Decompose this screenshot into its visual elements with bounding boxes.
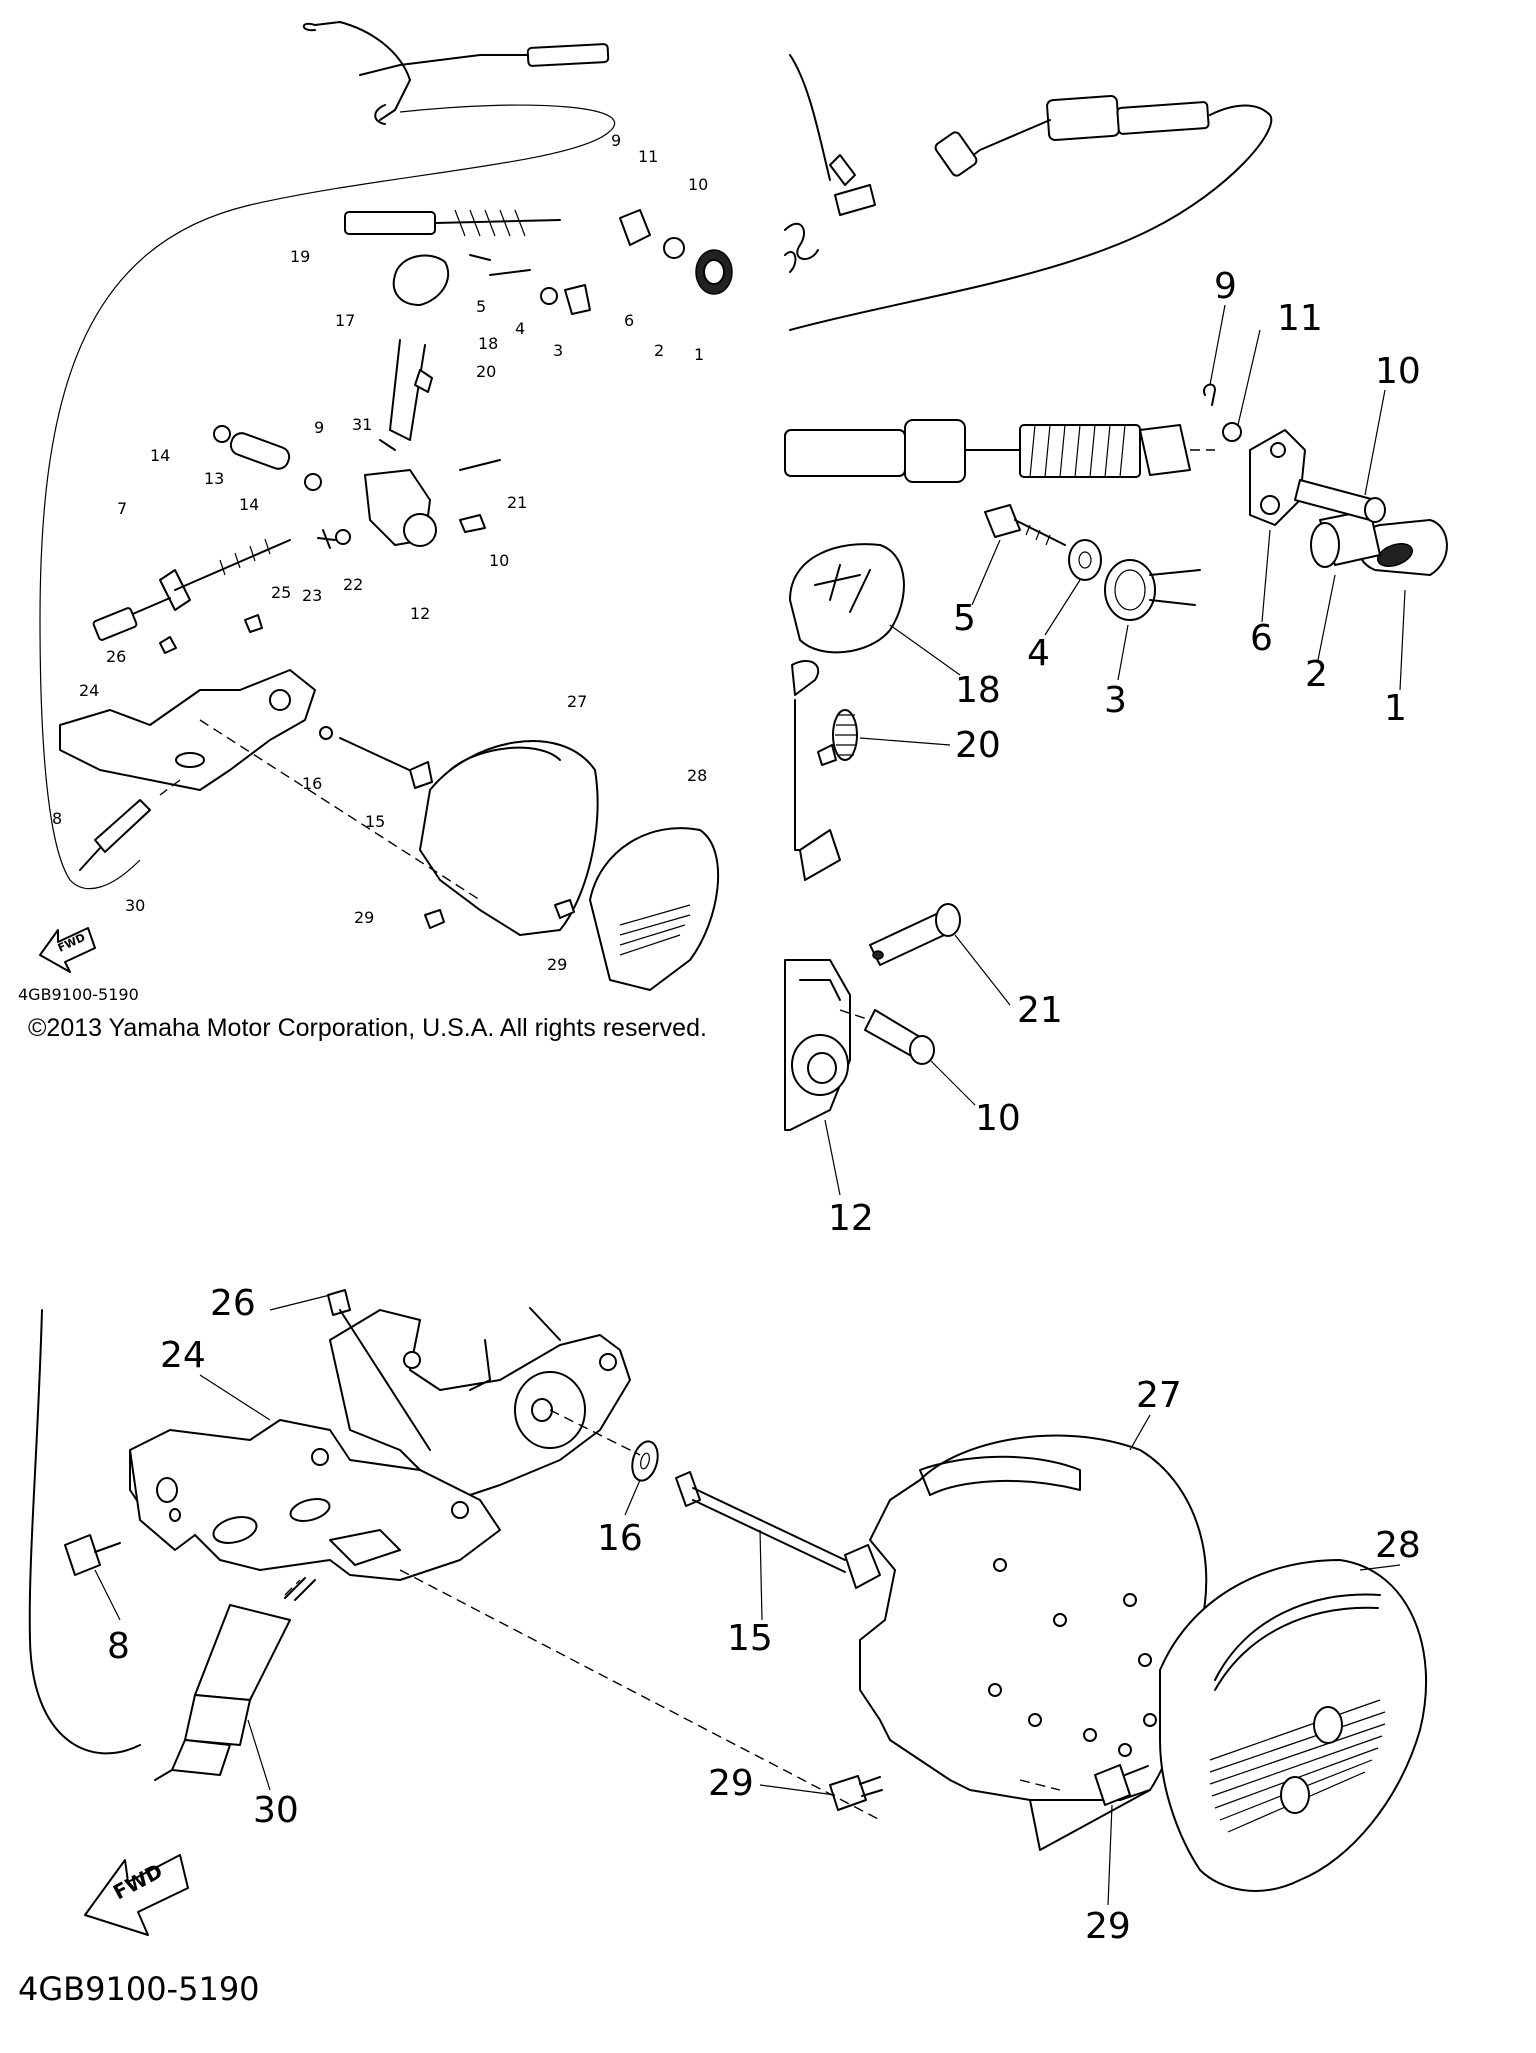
callout-label: 18 — [478, 334, 498, 353]
detail-fwd-arrow: FWD — [84, 1854, 189, 1936]
callout-label: 10 — [1375, 351, 1421, 392]
callout-label: 9 — [1214, 266, 1237, 307]
detail-cover-27 — [859, 1434, 1208, 1801]
overview-fwd-arrow: FWD — [39, 927, 96, 973]
callout-label: 25 — [271, 583, 291, 602]
overview-drawing-number: 4GB9100-5190 — [18, 985, 139, 1004]
callout-label: 6 — [1250, 618, 1273, 659]
callout-label: 12 — [410, 604, 430, 623]
overview-cable-loop — [39, 104, 616, 890]
overview-diagram: FWD 4GB9100-5190 1 2 3 4 5 6 7 8 9 9 10 … — [18, 21, 733, 1004]
callout-label: 2 — [1305, 654, 1328, 695]
detail-bolt-8 — [64, 1534, 101, 1576]
callout-label: 24 — [160, 1335, 206, 1376]
callout-label: 27 — [567, 692, 587, 711]
callout-label: 29 — [354, 908, 374, 927]
detail-top-diagram: 1 2 3 4 5 6 9 10 10 11 12 18 20 21 — [784, 54, 1448, 1239]
callout-label: 15 — [365, 812, 385, 831]
callout-label: 21 — [507, 493, 527, 512]
detail-top-leaders — [824, 304, 1406, 1196]
callout-label: 24 — [79, 681, 99, 700]
detail-bolt-15 — [692, 1487, 846, 1573]
detail-cable-body — [784, 429, 906, 477]
callout-label: 29 — [1085, 1906, 1131, 1947]
overview-callouts: 1 2 3 4 5 6 7 8 9 9 10 10 11 12 13 14 14… — [52, 131, 708, 974]
callout-label: 20 — [955, 725, 1001, 766]
detail-bottom-leaders — [94, 1294, 1401, 1906]
detail-bottom-cable — [28, 1309, 141, 1755]
callout-label: 6 — [624, 311, 634, 330]
callout-label: 14 — [239, 495, 259, 514]
detail-spring-3 — [1104, 559, 1156, 621]
detail-drawing-number: 4GB9100-5190 — [18, 1970, 260, 2008]
callout-label: 29 — [547, 955, 567, 974]
callout-label: 1 — [1384, 688, 1407, 729]
callout-label: 30 — [125, 896, 145, 915]
overview-bracket — [59, 669, 316, 791]
callout-label: 12 — [828, 1198, 874, 1239]
callout-label: 29 — [708, 1763, 754, 1804]
detail-bolt-29b — [1094, 1764, 1131, 1806]
callout-label: 5 — [476, 297, 486, 316]
detail-rod-30 — [194, 1604, 291, 1701]
callout-label: 16 — [597, 1518, 643, 1559]
overview-cover-27 — [419, 740, 599, 936]
callout-label: 27 — [1136, 1375, 1182, 1416]
callout-label: 9 — [611, 131, 621, 150]
overview-cover-28 — [589, 827, 720, 991]
callout-label: 30 — [253, 1790, 299, 1831]
callout-label: 10 — [489, 551, 509, 570]
detail-bottom-diagram: FWD 4GB9100-5190 8 15 16 24 26 27 28 29 … — [18, 1283, 1428, 2008]
callout-label: 3 — [1104, 680, 1127, 721]
callout-label: 11 — [638, 147, 658, 166]
callout-label: 5 — [953, 598, 976, 639]
detail-cover-28 — [1159, 1559, 1428, 1892]
copyright-notice: ©2013 Yamaha Motor Corporation, U.S.A. A… — [28, 1014, 707, 1042]
callout-label: 21 — [1017, 990, 1063, 1031]
callout-label: 28 — [687, 766, 707, 785]
callout-label: 4 — [515, 319, 525, 338]
callout-label: 28 — [1375, 1525, 1421, 1566]
callout-label: 2 — [654, 341, 664, 360]
detail-bolt-29a — [829, 1775, 867, 1811]
callout-label: 7 — [117, 499, 127, 518]
callout-label: 23 — [302, 586, 322, 605]
overview-cable-top — [302, 21, 551, 81]
callout-label: 26 — [210, 1283, 256, 1324]
callout-label: 3 — [553, 341, 563, 360]
callout-label: 8 — [52, 809, 62, 828]
callout-label: 1 — [694, 345, 704, 364]
callout-label: 18 — [955, 670, 1001, 711]
callout-label: 26 — [106, 647, 126, 666]
callout-label: 16 — [302, 774, 322, 793]
overview-cable-sleeve — [344, 211, 436, 235]
callout-label: 22 — [343, 575, 363, 594]
callout-label: 11 — [1277, 298, 1323, 339]
detail-knob-18 — [789, 543, 905, 654]
callout-label: 9 — [314, 418, 324, 437]
callout-label: 15 — [727, 1618, 773, 1659]
detail-cable-loop — [789, 54, 1273, 331]
callout-label: 17 — [335, 311, 355, 330]
callout-label: 10 — [975, 1098, 1021, 1139]
detail-top-callouts: 1 2 3 4 5 6 9 10 10 11 12 18 20 21 — [828, 266, 1421, 1239]
callout-label: 20 — [476, 362, 496, 381]
callout-label: 4 — [1027, 633, 1050, 674]
callout-label: 8 — [107, 1626, 130, 1667]
callout-label: 19 — [290, 247, 310, 266]
detail-bottom-callouts: 8 15 16 24 26 27 28 29 29 30 — [107, 1283, 1421, 1947]
callout-label: 14 — [150, 446, 170, 465]
callout-label: 13 — [204, 469, 224, 488]
callout-label: 10 — [688, 175, 708, 194]
callout-label: 31 — [352, 415, 372, 434]
